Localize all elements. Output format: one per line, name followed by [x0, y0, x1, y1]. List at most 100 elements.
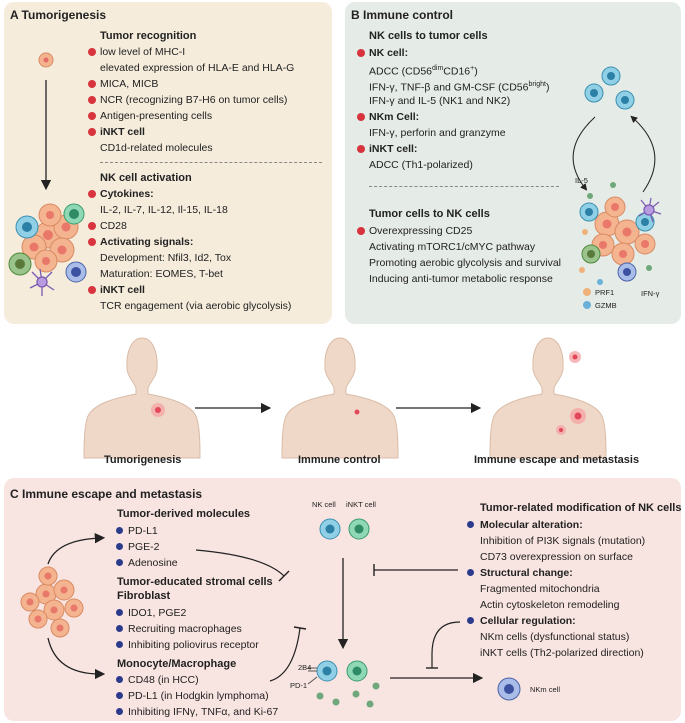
list-item: Recruiting macrophages: [128, 623, 242, 635]
panel-a-title: A Tumorigenesis: [10, 8, 107, 22]
fibroblast-heading: Fibroblast: [117, 590, 171, 602]
list-item: Actin cytoskeleton remodeling: [480, 599, 620, 611]
bullet: [88, 128, 96, 136]
list-item: Fragmented mitochondria: [480, 583, 600, 595]
list-item: Maturation: EOMES, T-bet: [100, 268, 223, 280]
list-item: CD73 overexpression on surface: [480, 551, 633, 563]
bullet: [88, 96, 96, 104]
dendritic-cell-icon: [638, 197, 662, 223]
nk-cell-label: NK cell: [312, 500, 336, 509]
list-item: ADCC (Th1-polarized): [369, 159, 473, 171]
cytokine-icon: [610, 182, 616, 188]
tumor-site-icon: [559, 428, 563, 432]
modification-heading: Tumor-related modification of NK cells: [480, 502, 682, 514]
list-item: Activating signals:: [100, 236, 194, 248]
immune-control-illustration: [572, 66, 662, 309]
bullet: [357, 145, 365, 153]
body-silhouette-icon: [83, 337, 201, 459]
nk-to-tumor-heading: NK cells to tumor cells: [369, 30, 488, 42]
cytokine-icon: [646, 265, 652, 271]
cytokine-icon: [332, 698, 340, 706]
bullet: [357, 113, 365, 121]
list-item: Activating mTORC1/cMYC pathway: [369, 241, 536, 253]
pd1-label: PD-1: [290, 681, 308, 690]
2b4-label: 2B4: [298, 663, 312, 672]
bullet: [116, 708, 123, 715]
nkm-cell-label: NKm cell: [530, 685, 561, 694]
tumor-recognition-heading: Tumor recognition: [100, 30, 197, 42]
list-item: PGE-2: [128, 541, 160, 553]
list-item: Structural change:: [480, 567, 573, 579]
list-item: Overexpressing CD25: [369, 225, 473, 237]
list-item: Inducing anti-tumor metabolic response: [369, 273, 553, 285]
inhibition-line-icon: [431, 621, 461, 668]
stages-illustration: [83, 337, 607, 459]
cytokine-icon: [366, 700, 374, 708]
list-item: elevated expression of HLA-E and HLA-G: [100, 62, 295, 74]
prf1-legend-icon: [583, 288, 591, 296]
panel-c-title: C Immune escape and metastasis: [10, 487, 203, 501]
bullet: [467, 521, 474, 528]
list-item: NK cell:: [369, 47, 409, 59]
panel-tumorigenesis: A Tumorigenesis Tumor recognition low le…: [4, 2, 332, 324]
gzmb-granule-icon: [597, 279, 603, 285]
tumor-site-icon: [155, 407, 161, 413]
panel-immune-escape: C Immune escape and metastasis Tumor-der…: [4, 478, 682, 721]
tumor-site-icon: [354, 409, 360, 415]
monocyte-heading: Monocyte/Macrophage: [117, 658, 237, 670]
list-item: PD-L1: [128, 525, 158, 537]
stage-label: Immune escape and metastasis: [474, 454, 640, 466]
il5-label: IL-5: [575, 176, 588, 185]
tumor-to-nk-heading: Tumor cells to NK cells: [369, 208, 490, 220]
tumor-derived-heading: Tumor-derived molecules: [117, 508, 251, 520]
list-item: Cytokines:: [100, 188, 154, 200]
bullet: [116, 625, 123, 632]
bullet: [88, 222, 96, 230]
prf1-granule-icon: [579, 267, 585, 273]
list-item: Inhibiting poliovirus receptor: [128, 639, 259, 651]
stromal-heading: Tumor-educated stromal cells: [117, 576, 273, 588]
cytokine-icon: [316, 692, 324, 700]
bullet: [88, 238, 96, 246]
divider: [369, 186, 559, 187]
list-item: Development: Nfil3, Id2, Tox: [100, 252, 232, 264]
arrow-icon: [572, 116, 596, 191]
adcc-line: ADCC (CD56dimCD16+): [369, 65, 478, 78]
list-item: Inhibition of PI3K signals (mutation): [480, 535, 646, 547]
immune-escape-illustration: [20, 518, 521, 708]
list-item: CD28: [100, 220, 127, 232]
nk-activation-heading: NK cell activation: [100, 172, 192, 184]
list-item: iNKT cell:: [369, 143, 418, 155]
stage-label: Immune control: [298, 454, 381, 466]
arrow-icon: [47, 637, 106, 680]
bullet: [116, 692, 123, 699]
ifn-line: IFN-γ, TNF-β and GM-CSF (CD56bright): [369, 81, 550, 94]
gzmb-legend-icon: [583, 301, 591, 309]
bullet: [116, 559, 123, 566]
list-item: IDO1, PGE2: [128, 607, 187, 619]
list-item: IL-2, IL-7, IL-12, Il-15, IL-18: [100, 204, 228, 216]
arrow-icon: [47, 533, 106, 565]
inhibition-line-icon: [269, 627, 301, 682]
list-item: iNKT cell: [100, 284, 145, 296]
list-item: Antigen-presenting cells: [100, 110, 213, 122]
tumorigenesis-illustration: [8, 52, 87, 296]
bullet: [88, 190, 96, 198]
ifng-label: IFN-γ: [641, 289, 660, 298]
dendritic-cell-icon: [29, 268, 55, 296]
divider: [100, 162, 322, 163]
list-item: IFN-γ and IL-5 (NK1 and NK2): [369, 95, 511, 107]
receptor-icon: [307, 676, 318, 685]
bullet: [467, 569, 474, 576]
cytokine-icon: [352, 690, 360, 698]
panel-immune-control: B Immune control NK cells to tumor cells…: [345, 2, 681, 324]
list-item: Cellular regulation:: [480, 615, 576, 627]
tumor-site-icon: [574, 412, 582, 420]
bullet: [467, 617, 474, 624]
list-item: NKm cells (dysfunctional status): [480, 631, 630, 643]
list-item: Adenosine: [128, 557, 178, 569]
list-item: MICA, MICB: [100, 78, 159, 90]
bullet: [88, 80, 96, 88]
bullet: [88, 48, 96, 56]
list-item: iNKT cells (Th2-polarized direction): [480, 647, 644, 659]
